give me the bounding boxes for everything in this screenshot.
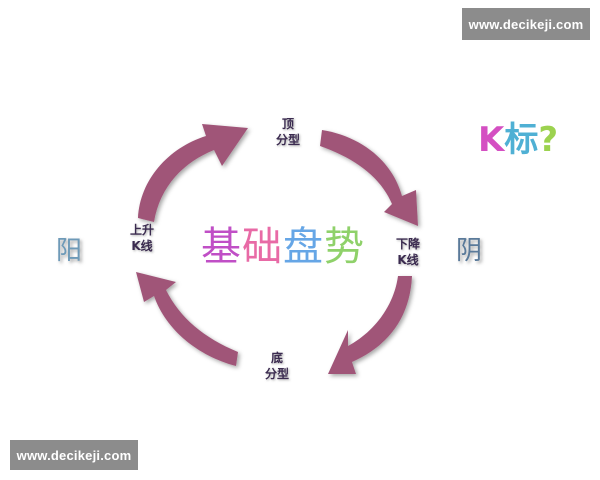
k-title: K标? bbox=[478, 118, 558, 162]
k-title-char: 标 bbox=[504, 120, 539, 160]
arrow-top-to-right bbox=[320, 130, 418, 226]
center-title-char-4: 势 bbox=[324, 224, 365, 270]
center-title-char-2: 础 bbox=[242, 224, 283, 270]
label-top-fractal: 顶 分型 bbox=[275, 117, 300, 147]
arrow-right-to-bottom bbox=[328, 276, 412, 374]
k-title-letter: K bbox=[478, 120, 505, 160]
center-title: 基础盘势 bbox=[188, 218, 378, 276]
k-title-question: ? bbox=[538, 120, 559, 160]
arrow-left-to-top bbox=[138, 124, 248, 222]
label-rising-kline: 上升 K线 bbox=[129, 223, 154, 253]
center-title-char-3: 盘 bbox=[283, 224, 324, 270]
watermark-top: www.decikeji.com bbox=[462, 8, 590, 40]
yin-char: 阴 bbox=[456, 236, 483, 266]
label-bottom-fractal: 底 分型 bbox=[264, 351, 289, 381]
label-falling-kline: 下降 K线 bbox=[395, 237, 420, 267]
watermark-bottom: www.decikeji.com bbox=[10, 440, 138, 470]
arrow-bottom-to-left bbox=[136, 272, 238, 366]
center-title-char-1: 基 bbox=[201, 224, 242, 270]
yang-char: 阳 bbox=[56, 236, 83, 266]
